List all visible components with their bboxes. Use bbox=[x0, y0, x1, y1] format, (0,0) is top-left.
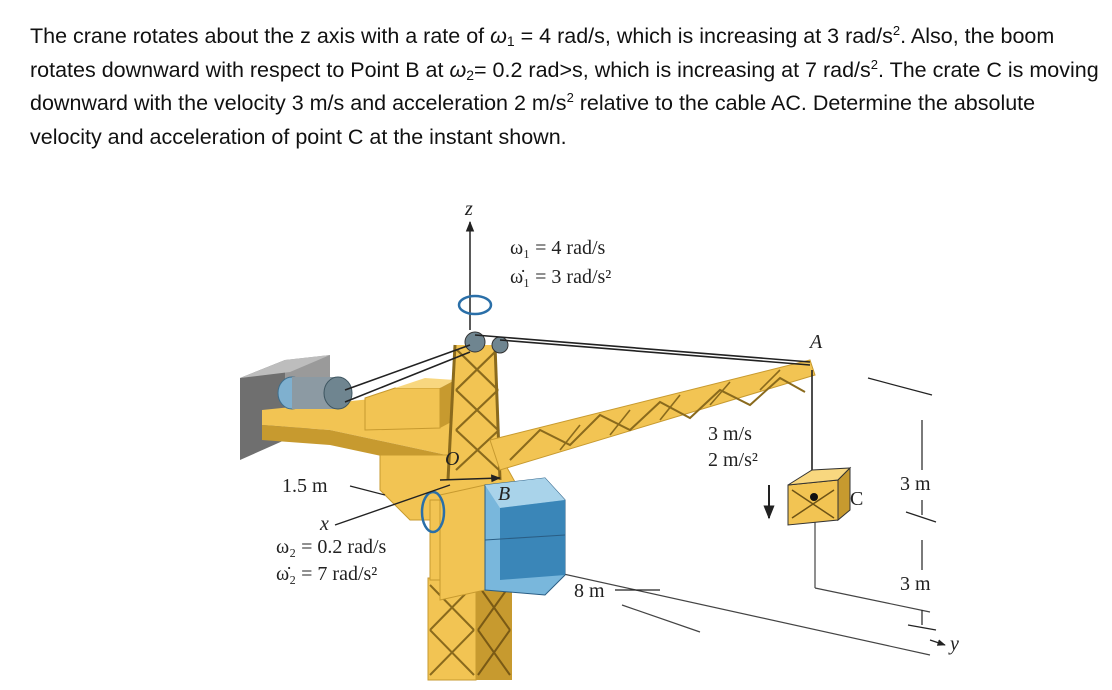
omega1-subscript: 1 bbox=[506, 33, 515, 49]
crate bbox=[787, 466, 852, 526]
cables bbox=[344, 334, 813, 470]
omega1-rate-label: ω₁ = 4 rad/s bbox=[510, 237, 606, 259]
dim-upper-label: 3 m bbox=[900, 473, 931, 495]
x-axis-label: x bbox=[319, 513, 329, 535]
omega2-symbol: ω bbox=[449, 57, 467, 82]
problem-text: . Also, the boom rotates downward with r… bbox=[30, 24, 1055, 82]
omega1-accel-label: ω̇₁ = 3 rad/s² bbox=[510, 266, 611, 288]
x-axis-lead bbox=[439, 474, 501, 483]
offset-leader bbox=[349, 485, 386, 496]
z-axis bbox=[457, 220, 493, 330]
point-o-label: O bbox=[445, 448, 459, 470]
squared-superscript: 2 bbox=[870, 56, 879, 72]
ground-lines bbox=[499, 482, 931, 656]
dimension-markers bbox=[867, 377, 946, 646]
problem-text: = 0.2 rad>s, which is increasing at 7 ra… bbox=[474, 57, 871, 82]
problem-text: relative to the cable AC. Determine the … bbox=[30, 91, 1036, 149]
y-axis-label: y bbox=[948, 633, 959, 655]
crate-accel-label: 2 m/s² bbox=[708, 449, 758, 471]
point-a-label: A bbox=[808, 331, 823, 353]
problem-text: = 4 rad/s, which is increasing at 3 rad/… bbox=[514, 24, 893, 48]
problem-text: . The crate C is moving downward with th… bbox=[30, 57, 1099, 116]
omega2-rotation-icon bbox=[420, 490, 446, 534]
squared-superscript: 2 bbox=[566, 90, 574, 105]
z-axis-label: z bbox=[464, 198, 473, 220]
problem-text: The crane rotates about the z axis with … bbox=[30, 24, 491, 48]
operator-cab bbox=[439, 477, 566, 601]
omega2-subscript: 2 bbox=[466, 66, 475, 83]
dim-lower-label: 3 m bbox=[900, 573, 931, 595]
omega2-rate-label: ω₂ = 0.2 rad/s bbox=[276, 536, 387, 558]
counter-jib bbox=[262, 376, 470, 475]
crate-velocity-label: 3 m/s bbox=[708, 423, 752, 445]
tower-base bbox=[427, 577, 512, 681]
dim-offset-label: 1.5 m bbox=[282, 475, 328, 497]
omega2-accel-label: ω̇₂ = 7 rad/s² bbox=[276, 563, 377, 585]
problem-statement: The crane rotates about the z axis with … bbox=[30, 20, 1105, 154]
tower-mast bbox=[446, 331, 509, 481]
boom bbox=[489, 359, 816, 471]
x-axis bbox=[334, 484, 451, 526]
point-b-label: B bbox=[498, 483, 510, 505]
dim-boom-label: 8 m bbox=[574, 580, 605, 602]
point-c-label: C bbox=[850, 488, 863, 510]
omega1-symbol: ω bbox=[490, 24, 507, 48]
squared-superscript: 2 bbox=[892, 23, 901, 38]
